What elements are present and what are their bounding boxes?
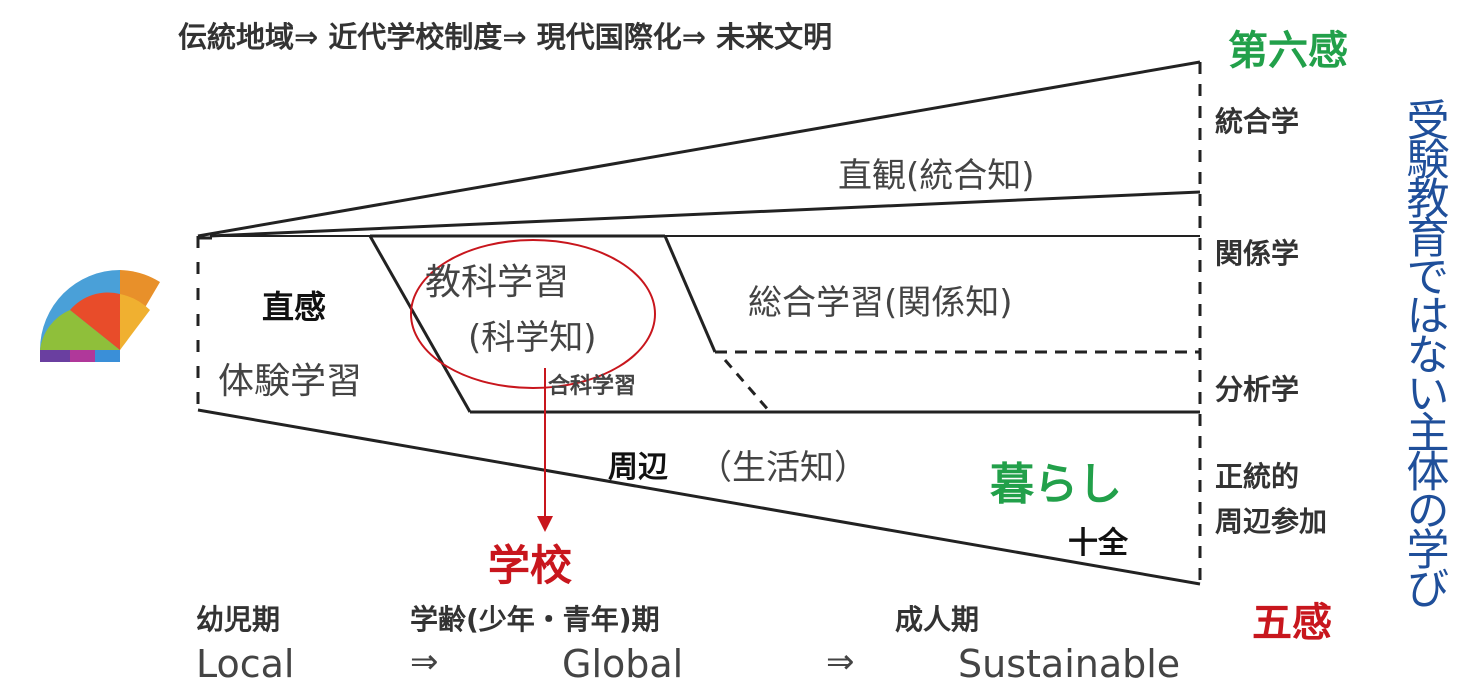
subject-learning-label: 教科学習: [425, 262, 570, 303]
life-knowledge-label: （生活知）: [698, 448, 868, 488]
jyuzen-label: 十全: [1068, 526, 1128, 561]
intuition-integrated-label: 直観(統合知): [838, 156, 1035, 196]
science-ellipse: [410, 239, 656, 389]
funnel-bottom-line: [197, 408, 1201, 586]
analysis-label: 分析学: [1215, 373, 1300, 406]
direct-feeling-label: 直感: [262, 288, 327, 326]
integration-label: 統合学: [1215, 105, 1300, 138]
integration-line: [209, 190, 1201, 238]
vertical-caption: 受験教育ではない主体の学び: [1399, 98, 1449, 605]
quarter-sphere-logo-icon: [40, 270, 160, 362]
arrow-1: ⇒: [410, 642, 439, 682]
peripheral-label-2: 周辺参加: [1215, 505, 1328, 538]
period-school-age: 学齢(少年・青年)期: [410, 603, 660, 636]
relation-label: 関係学: [1215, 237, 1300, 270]
periphery-label: 周辺: [608, 450, 668, 485]
word-global: Global: [562, 642, 684, 686]
experience-learning-label: 体験学習: [218, 361, 363, 402]
peripheral-label-1: 正統的: [1215, 460, 1300, 493]
word-sustainable: Sustainable: [958, 642, 1181, 686]
parallelogram-left: [368, 235, 472, 413]
five-senses-label: 五感: [1252, 600, 1332, 646]
stages-line: 伝統地域⇒ 近代学校制度⇒ 現代国際化⇒ 未来文明: [178, 20, 833, 54]
arrow-2: ⇒: [826, 642, 855, 682]
period-infant: 幼児期: [196, 603, 281, 636]
living-label: 暮らし: [990, 459, 1122, 510]
period-adult: 成人期: [895, 603, 980, 636]
general-learning-label: 総合学習(関係知): [748, 283, 1013, 323]
school-arrow-head: [537, 516, 553, 532]
combined-subject-label: 合科学習: [548, 374, 637, 399]
diagonal-dashed-line: [723, 359, 772, 413]
school-label: 学校: [488, 541, 573, 590]
funnel-top-line: [197, 60, 1201, 238]
sixth-sense-label: 第六感: [1228, 28, 1348, 74]
science-knowledge-label: (科学知): [468, 318, 597, 358]
parallelogram-right: [663, 235, 717, 353]
word-local: Local: [196, 642, 295, 686]
